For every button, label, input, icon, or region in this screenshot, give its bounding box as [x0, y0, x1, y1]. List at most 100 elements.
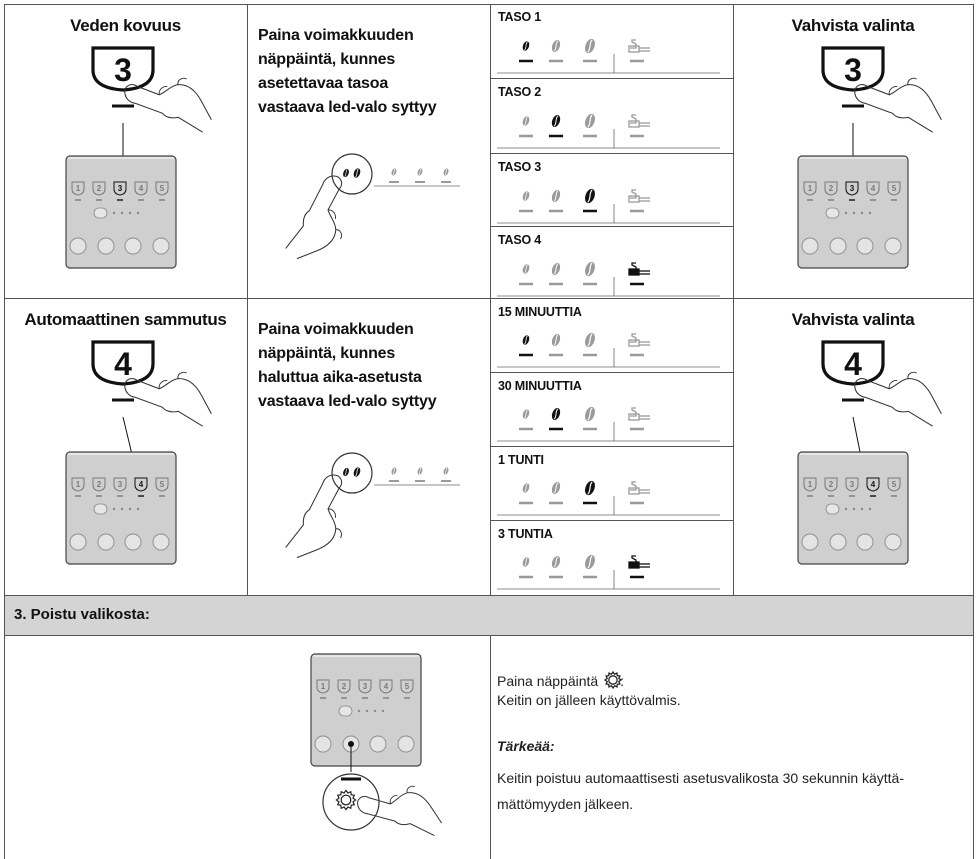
panel-key-number: 3 [118, 480, 123, 489]
panel-key-number: 1 [321, 682, 326, 691]
panel-round-button [884, 237, 902, 255]
panel-number-key: 1 [71, 181, 85, 201]
table-border-left [4, 4, 5, 859]
panel-key-number: 2 [97, 480, 102, 489]
table-border-top [4, 4, 974, 5]
strength-button-illustration [331, 452, 460, 494]
gear-icon [603, 670, 623, 690]
strength-bean-icon [417, 467, 423, 475]
cup-icon [628, 114, 650, 128]
level-divider [490, 153, 733, 154]
strength-bean-icon [585, 261, 595, 277]
level-divider [490, 446, 733, 447]
panel-number-key: 3 [845, 181, 859, 201]
panel-round-button [152, 237, 170, 255]
panel-number-key: 3 [358, 679, 372, 699]
led-dot [112, 507, 116, 511]
panel-key-number: 4 [139, 480, 144, 489]
strength-bean-icon [551, 40, 561, 52]
panel-number-key: 5 [887, 477, 901, 497]
key-number: 4 [844, 346, 862, 382]
panel-key-number: 3 [118, 184, 123, 193]
led-dot [365, 709, 369, 713]
key-number: 4 [114, 346, 132, 382]
panel-number-key: 4 [134, 181, 148, 201]
level-label: 30 MINUUTTIA [498, 379, 582, 393]
panel-round-button [97, 533, 115, 551]
panel-round-button [97, 237, 115, 255]
led-dot [844, 507, 848, 511]
panel-number-key: 4 [866, 181, 880, 201]
led-dot [844, 211, 848, 215]
hand-icon [357, 785, 443, 837]
strength-bean-icon [585, 38, 595, 54]
panel-number-key: 2 [92, 181, 106, 201]
cup-icon [628, 262, 650, 276]
hand-icon [854, 77, 942, 133]
panel-round-button [884, 533, 902, 551]
strength-bean-icon [343, 467, 349, 477]
col-divider-3 [733, 4, 734, 595]
led-dot [373, 709, 377, 713]
panel-key-number: 3 [850, 480, 855, 489]
panel-number-key: 3 [113, 477, 127, 497]
strength-bean-icon [443, 168, 449, 176]
hand-icon [854, 371, 942, 427]
led-dot [120, 507, 124, 511]
control-panel: 1 2 3 4 5 [797, 155, 909, 269]
strength-bean-icon [551, 263, 561, 275]
panel-key-number: 1 [808, 480, 813, 489]
led-dot [860, 507, 864, 511]
panel-number-key: 2 [824, 477, 838, 497]
level-indicator [497, 332, 720, 368]
led-dot [120, 211, 124, 215]
panel-key-number: 2 [829, 184, 834, 193]
panel-key-number: 1 [76, 184, 81, 193]
level-indicator [497, 188, 720, 224]
level-label: TASO 1 [498, 10, 542, 24]
strength-bean-icon [551, 334, 561, 346]
col-divider-2 [490, 4, 491, 859]
level-divider [490, 520, 733, 521]
led-dot [136, 211, 140, 215]
instruction-text: Paina voimakkuuden näppäintä, kunnes ase… [258, 27, 437, 116]
panel-number-key: 3 [113, 181, 127, 201]
press-instruction: Paina näppäintä : [497, 670, 624, 690]
panel-number-key: 1 [316, 679, 330, 699]
strength-bean-icon [391, 467, 397, 475]
level-indicator [497, 38, 720, 74]
panel-key-number: 1 [76, 480, 81, 489]
panel-round-button [314, 735, 332, 753]
panel-number-key: 1 [803, 181, 817, 201]
panel-round-button [369, 735, 387, 753]
level-indicator [497, 480, 720, 516]
strength-bean-icon [522, 557, 530, 567]
number-key-icon: 4 [821, 340, 885, 402]
key-number: 3 [114, 52, 132, 88]
hand-icon [285, 175, 343, 260]
strength-key [825, 207, 840, 219]
panel-number-key: 4 [866, 477, 880, 497]
strength-bean-icon [585, 332, 595, 348]
panel-key-number: 2 [342, 682, 347, 691]
led-dot [852, 507, 856, 511]
panel-round-button [829, 533, 847, 551]
panel-key-number: 5 [892, 184, 897, 193]
level-label: 3 TUNTIA [498, 527, 553, 541]
strength-bean-icon [551, 408, 561, 420]
panel-key-number: 4 [871, 184, 876, 193]
panel-number-key: 4 [134, 477, 148, 497]
strength-bean-icon [443, 467, 449, 475]
panel-round-button [856, 237, 874, 255]
led-dot [868, 211, 872, 215]
led-dot [852, 211, 856, 215]
gear-icon [335, 789, 357, 811]
level-indicator [497, 113, 720, 149]
panel-number-key: 1 [803, 477, 817, 497]
panel-key-number: 1 [808, 184, 813, 193]
panel-key-number: 5 [160, 480, 165, 489]
